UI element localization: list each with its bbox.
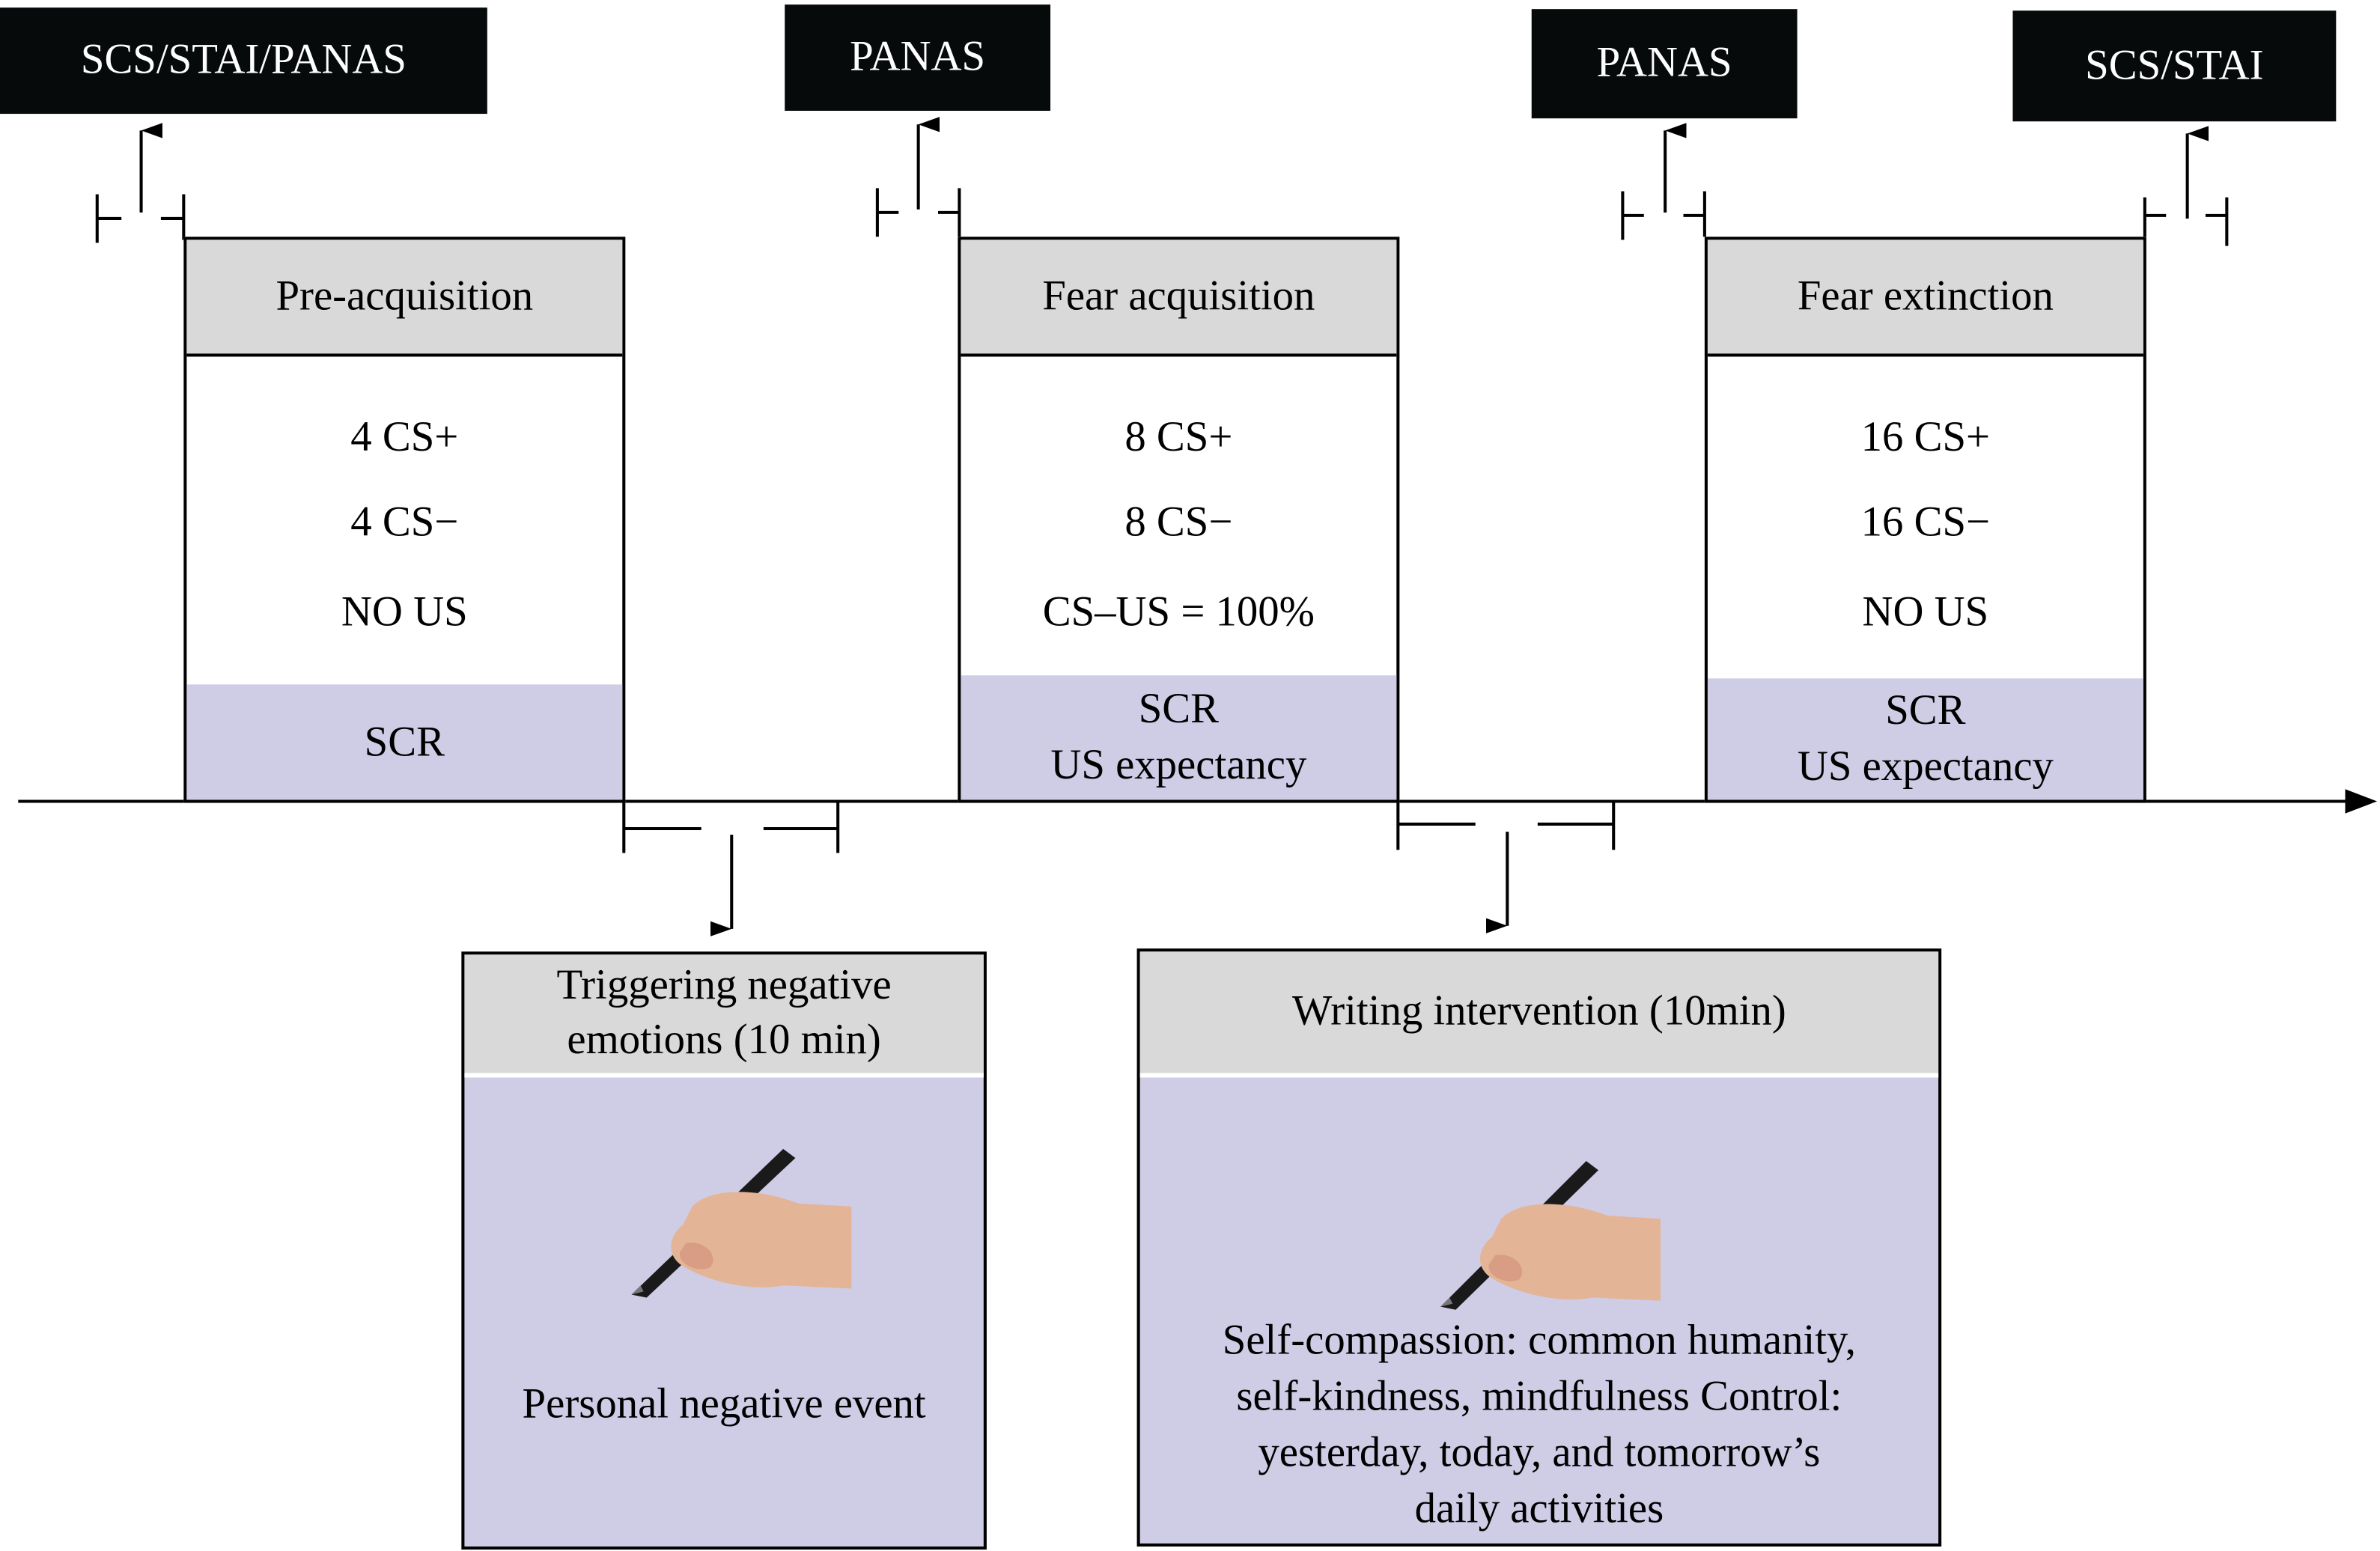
task-title: Writing intervention (10min)	[1139, 951, 1939, 1078]
phase-line: 4 CS−	[350, 499, 459, 546]
phase-title: Pre-acquisition	[186, 240, 623, 357]
hand-writing-icon	[1440, 1161, 1661, 1310]
hand-writing-icon	[631, 1148, 852, 1298]
task-body-line: self-kindness, mindfulness Control:	[1236, 1373, 1842, 1421]
phase-measures: SCR	[186, 684, 623, 800]
phase-box-fear-acquisition: Fear acquisition 8 CS+ 8 CS− CS–US = 100…	[958, 237, 1400, 803]
measure-label: US expectancy	[1050, 742, 1307, 790]
phase-box-pre-acquisition: Pre-acquisition 4 CS+ 4 CS− NO US SCR	[183, 237, 626, 803]
timeline-arrow-icon	[2345, 789, 2378, 814]
phase-box-fear-extinction: Fear extinction 16 CS+ 16 CS− NO US SCR …	[1704, 237, 2146, 803]
questionnaire-box: SCS/STAI/PANAS	[0, 7, 487, 115]
task-body-line: Self-compassion: common humanity,	[1222, 1317, 1856, 1365]
phase-line: 16 CS−	[1860, 499, 1991, 546]
task-body-line: yesterday, today, and tomorrow’s	[1258, 1429, 1821, 1477]
task-title-line: emotions (10 min)	[567, 1017, 881, 1064]
task-title: Triggering negative emotions (10 min)	[464, 954, 984, 1078]
questionnaire-box: PANAS	[785, 4, 1051, 112]
phase-measures: SCR US expectancy	[961, 675, 1397, 800]
questionnaire-label: SCS/STAI/PANAS	[80, 36, 407, 84]
task-title-line: Writing intervention (10min)	[1291, 987, 1786, 1035]
phase-measures: SCR US expectancy	[1707, 678, 2143, 800]
measure-label: SCR	[364, 719, 445, 766]
phase-line: CS–US = 100%	[1042, 588, 1315, 636]
phase-line: NO US	[1862, 588, 1989, 636]
phase-title: Fear extinction	[1707, 240, 2143, 357]
questionnaire-label: SCS/STAI	[2085, 41, 2264, 89]
measure-label: SCR	[1885, 687, 1966, 735]
phase-line: 16 CS+	[1860, 414, 1991, 462]
phase-line: 8 CS+	[1124, 414, 1233, 462]
task-box-writing-intervention: Writing intervention (10min) Self-compas…	[1136, 948, 1942, 1547]
task-body-line: Personal negative event	[522, 1381, 926, 1428]
task-box-triggering-negative-emotions: Triggering negative emotions (10 min) Pe…	[461, 951, 987, 1550]
questionnaire-label: PANAS	[850, 33, 986, 81]
phase-line: NO US	[341, 588, 468, 636]
phase-line: 4 CS+	[350, 414, 459, 462]
phase-line: 8 CS−	[1124, 499, 1233, 546]
measure-label: SCR	[1138, 686, 1220, 734]
phase-title: Fear acquisition	[961, 240, 1397, 357]
questionnaire-label: PANAS	[1596, 39, 1732, 87]
questionnaire-box: SCS/STAI	[2012, 10, 2337, 122]
measure-label: US expectancy	[1797, 743, 2054, 791]
questionnaire-box: PANAS	[1531, 9, 1798, 119]
task-body-line: daily activities	[1414, 1485, 1664, 1533]
task-title-line: Triggering negative	[556, 962, 892, 1010]
